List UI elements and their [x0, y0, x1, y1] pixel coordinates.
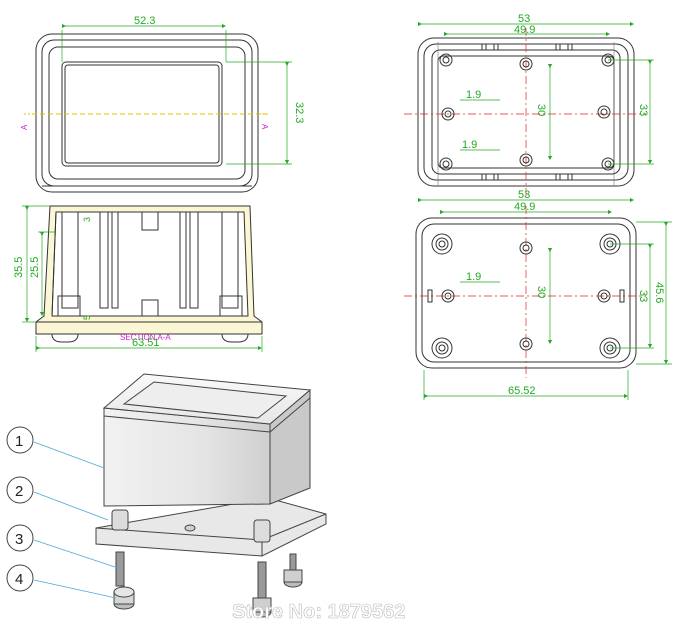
top-right-outer-width: 53 — [518, 13, 530, 25]
section-height-inner-label: 25.5 — [29, 257, 41, 278]
top-right-view — [404, 21, 654, 196]
section-view — [22, 205, 263, 352]
section-small-dim-bottom: 5 — [82, 315, 92, 320]
callout-circles — [6, 426, 34, 592]
section-height-outer-label: 35.5 — [13, 257, 25, 278]
callout-4: 4 — [15, 571, 23, 588]
bottom-right-hole-pitch-y: 33 — [637, 290, 649, 302]
top-left-view — [24, 23, 292, 193]
bottom-right-outer-width: 53 — [518, 189, 530, 201]
bottom-right-offset-a: 1.9 — [466, 271, 481, 283]
top-right-hole-pitch-y: 33 — [637, 104, 649, 116]
top-left-height-label: 32.3 — [293, 102, 305, 123]
callout-2: 2 — [15, 483, 23, 500]
store-watermark: Store No: 1879562 — [232, 601, 405, 623]
bottom-right-inner-height: 30 — [535, 286, 547, 298]
section-small-dim-top: 3 — [82, 217, 92, 222]
top-right-hole-pitch-x: 49.9 — [514, 24, 535, 36]
bottom-right-base-width: 65.52 — [508, 385, 536, 397]
top-right-offset-b: 1.9 — [462, 139, 477, 151]
top-right-offset-a: 1.9 — [466, 89, 481, 101]
section-width-label: 63.51 — [132, 337, 160, 349]
section-mark-left: A — [20, 124, 29, 130]
section-mark-right: A — [260, 124, 269, 130]
bottom-right-hole-pitch-x: 49.9 — [514, 201, 535, 213]
callout-1: 1 — [15, 433, 23, 450]
bottom-right-outer-height: 45.6 — [653, 282, 665, 303]
top-right-inner-height: 30 — [535, 104, 547, 116]
exploded-3d-view — [33, 373, 327, 618]
top-left-width-label: 52.3 — [134, 15, 155, 27]
bottom-right-view — [404, 197, 672, 400]
section-label: SECTION A-A — [120, 333, 171, 342]
callout-3: 3 — [15, 531, 23, 548]
